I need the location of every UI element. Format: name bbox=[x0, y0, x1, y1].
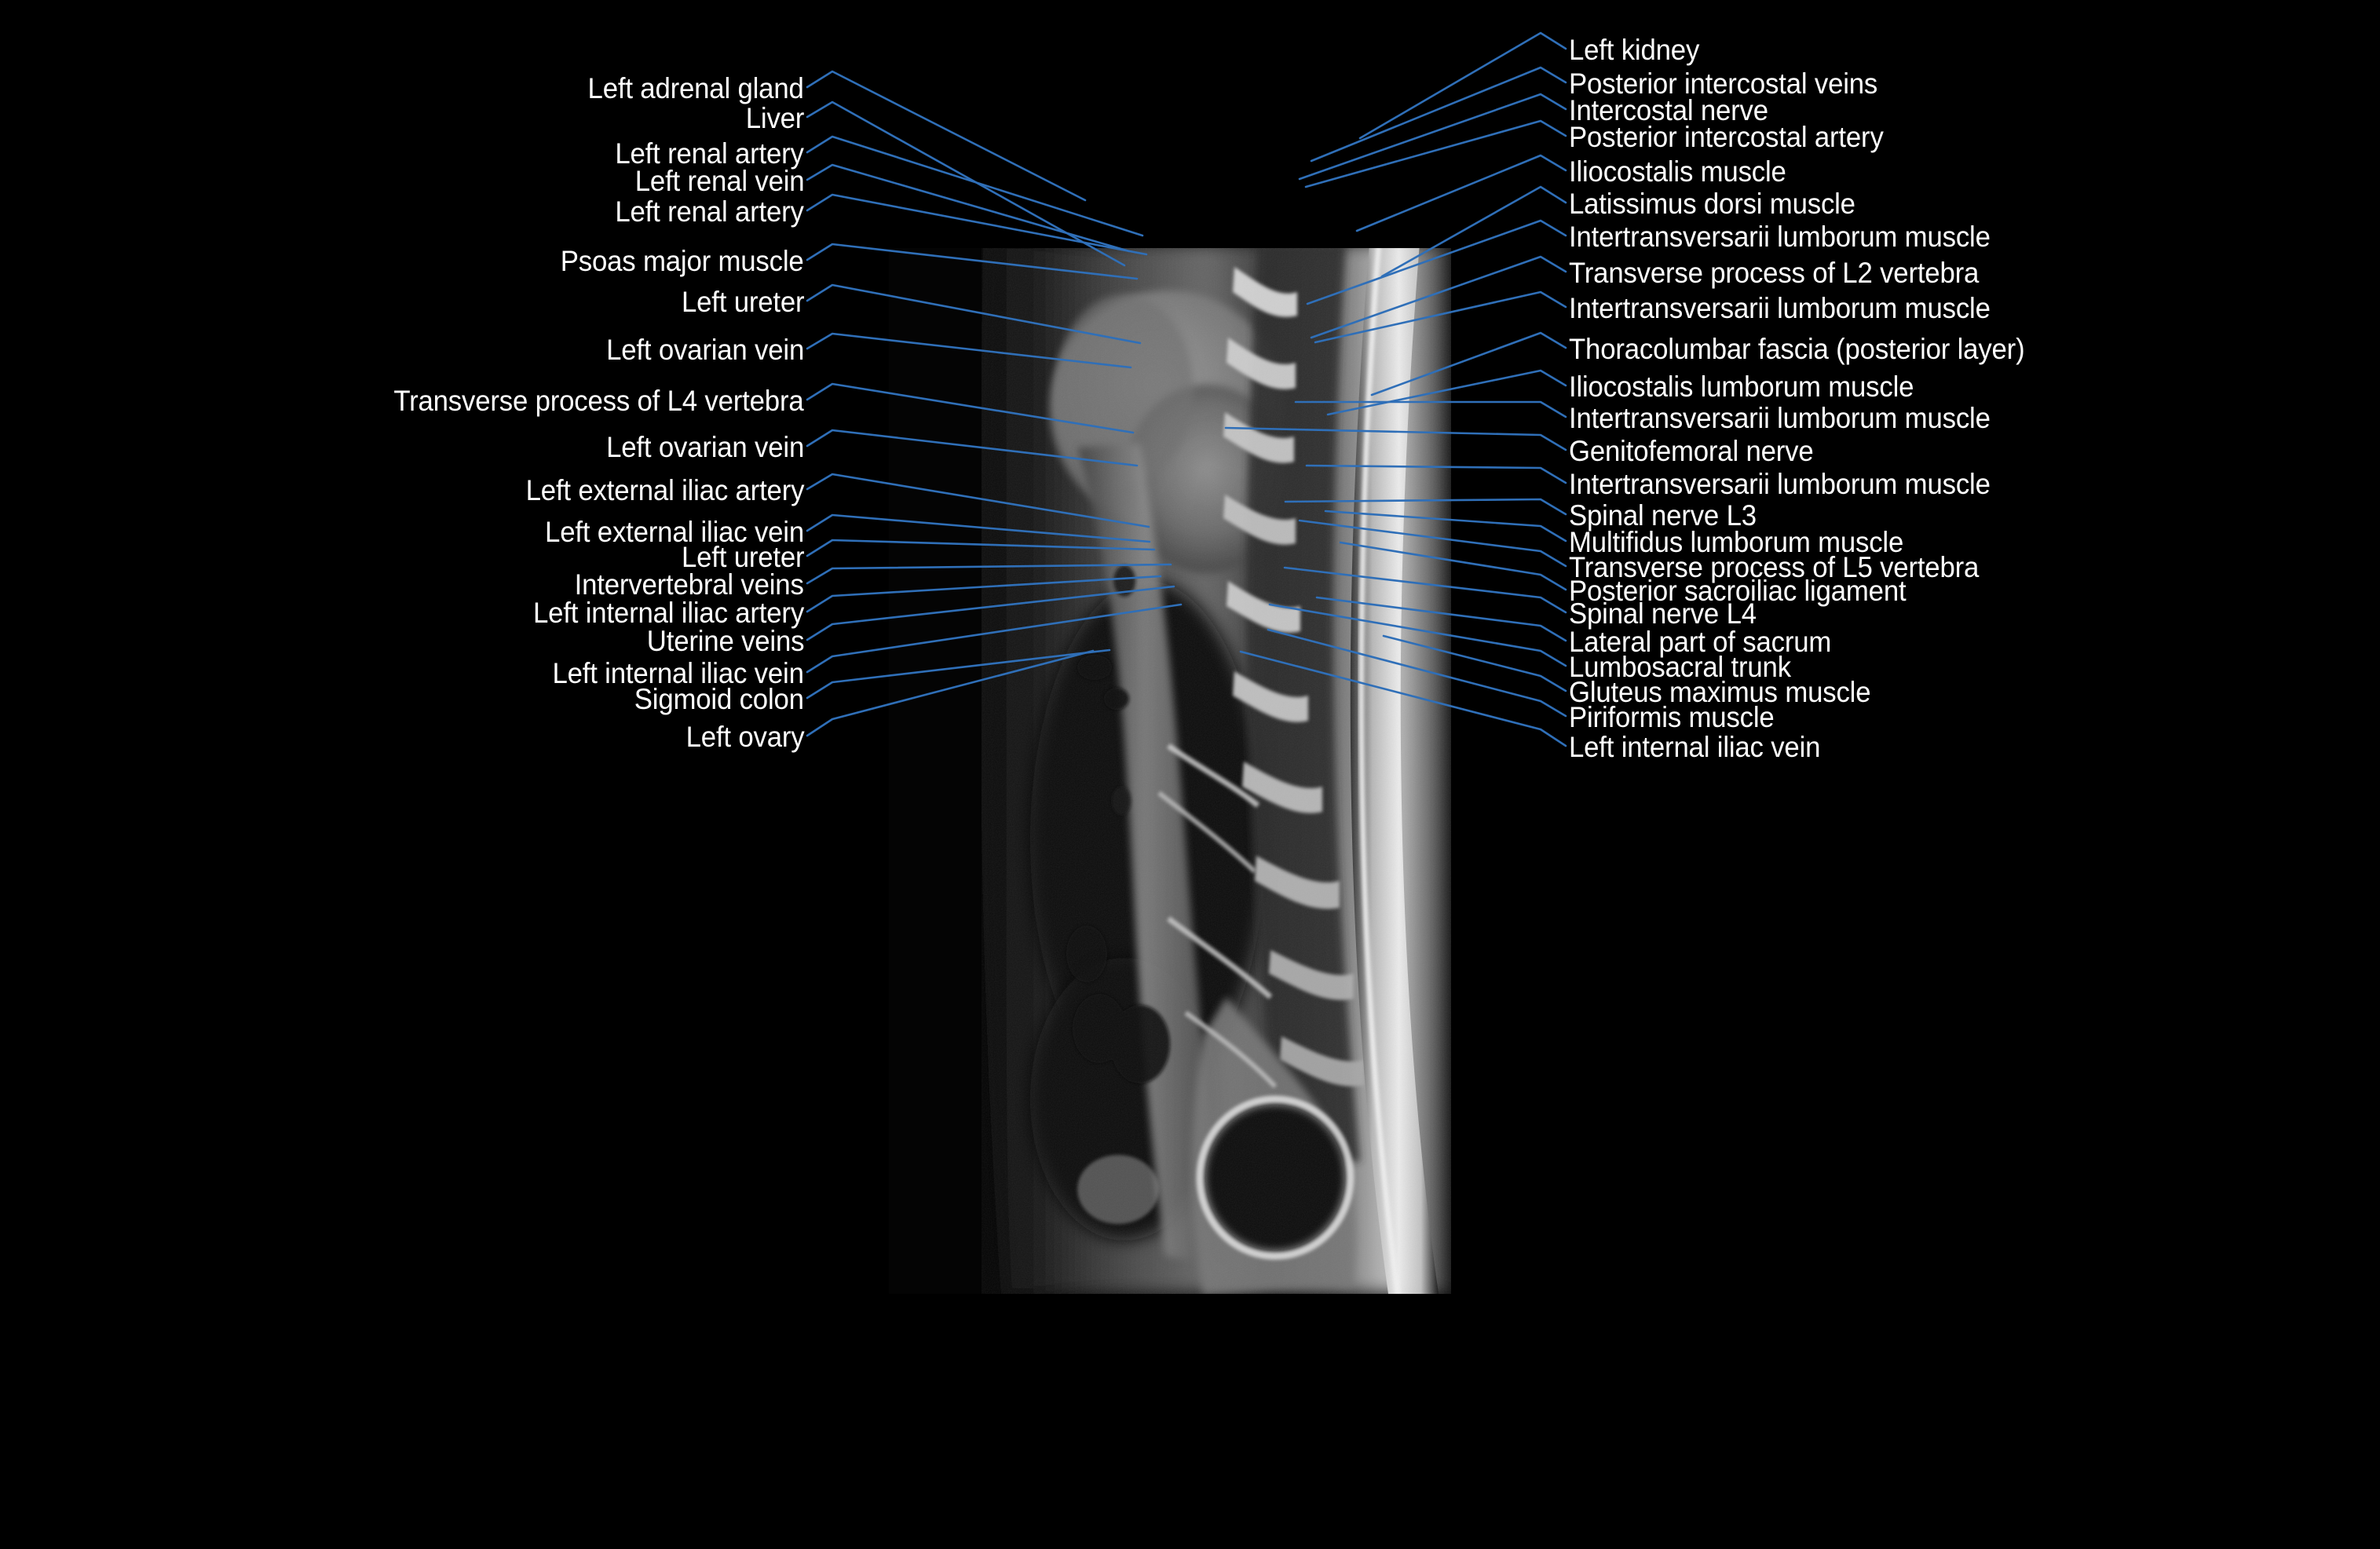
mri-rendering bbox=[889, 243, 1451, 1294]
label-left-internal-iliac-vein-left-16: Left internal iliac vein bbox=[552, 657, 804, 689]
leader-left-adrenal-gland-left-0 bbox=[806, 70, 1087, 202]
label-transverse-process-of-l2-vertebra-right-7: Transverse process of L2 vertebra bbox=[1569, 257, 1980, 289]
label-left-internal-iliac-artery-left-14: Left internal iliac artery bbox=[532, 597, 804, 629]
label-liver-left-1: Liver bbox=[745, 102, 805, 134]
label-lumbosacral-trunk-right-20: Lumbosacral trunk bbox=[1569, 651, 1791, 683]
mri-sagittal-image bbox=[889, 243, 1451, 1294]
label-piriformis-muscle-right-22: Piriformis muscle bbox=[1569, 701, 1775, 733]
label-left-renal-vein-left-3: Left renal vein bbox=[634, 165, 804, 197]
label-lateral-part-of-sacrum-right-19: Lateral part of sacrum bbox=[1569, 626, 1832, 658]
label-intertransversarii-lumborum-muscle-right-6: Intertransversarii lumborum muscle bbox=[1569, 221, 1991, 253]
leader-posterior-intercostal-veins-right-1 bbox=[1310, 66, 1567, 163]
label-posterior-intercostal-veins-right-1: Posterior intercostal veins bbox=[1569, 68, 1878, 100]
label-genitofemoral-nerve-right-12: Genitofemoral nerve bbox=[1569, 435, 1814, 467]
leader-intercostal-nerve-right-2 bbox=[1298, 93, 1567, 181]
label-sigmoid-colon-left-17: Sigmoid colon bbox=[634, 683, 804, 715]
label-uterine-veins-left-15: Uterine veins bbox=[646, 625, 804, 657]
label-left-ovarian-vein-left-9: Left ovarian vein bbox=[605, 431, 804, 463]
label-spinal-nerve-l3-right-14: Spinal nerve L3 bbox=[1569, 499, 1757, 532]
label-left-ureter-left-6: Left ureter bbox=[681, 286, 805, 318]
leader-left-kidney-right-0 bbox=[1358, 31, 1567, 140]
label-thoracolumbar-fascia-posterior-layer-right-9: Thoracolumbar fascia (posterior layer) bbox=[1569, 333, 2025, 365]
label-left-ovarian-vein-left-7: Left ovarian vein bbox=[605, 334, 804, 366]
label-intercostal-nerve-right-2: Intercostal nerve bbox=[1569, 94, 1768, 126]
label-spinal-nerve-l4-right-18: Spinal nerve L4 bbox=[1569, 597, 1757, 630]
label-left-ovary-left-18: Left ovary bbox=[685, 721, 804, 753]
label-posterior-intercostal-artery-right-3: Posterior intercostal artery bbox=[1569, 121, 1884, 153]
label-left-renal-artery-left-4: Left renal artery bbox=[615, 195, 805, 228]
label-intervertebral-veins-left-13: Intervertebral veins bbox=[574, 568, 804, 601]
leader-posterior-intercostal-artery-right-3 bbox=[1304, 119, 1567, 188]
label-multifidus-lumborum-muscle-right-15: Multifidus lumborum muscle bbox=[1569, 526, 1904, 558]
label-left-kidney-right-0: Left kidney bbox=[1569, 34, 1700, 66]
label-gluteus-maximus-muscle-right-21: Gluteus maximus muscle bbox=[1569, 676, 1871, 708]
label-left-internal-iliac-vein-right-23: Left internal iliac vein bbox=[1569, 731, 1821, 763]
label-iliocostalis-lumborum-muscle-right-10: Iliocostalis lumborum muscle bbox=[1569, 371, 1914, 403]
label-intertransversarii-lumborum-muscle-right-11: Intertransversarii lumborum muscle bbox=[1569, 402, 1991, 434]
leader-liver-left-1 bbox=[806, 100, 1126, 267]
leader-iliocostalis-muscle-right-4 bbox=[1355, 154, 1567, 232]
label-psoas-major-muscle-left-5: Psoas major muscle bbox=[561, 245, 804, 277]
label-transverse-process-of-l5-vertebra-right-16: Transverse process of L5 vertebra bbox=[1569, 551, 1980, 583]
label-left-external-iliac-vein-left-11: Left external iliac vein bbox=[545, 516, 804, 548]
label-intertransversarii-lumborum-muscle-right-13: Intertransversarii lumborum muscle bbox=[1569, 468, 1991, 500]
label-left-external-iliac-artery-left-10: Left external iliac artery bbox=[525, 474, 804, 506]
label-left-adrenal-gland-left-0: Left adrenal gland bbox=[587, 72, 804, 104]
label-latissimus-dorsi-muscle-right-5: Latissimus dorsi muscle bbox=[1569, 188, 1855, 220]
label-transverse-process-of-l4-vertebra-left-8: Transverse process of L4 vertebra bbox=[393, 385, 804, 417]
leader-left-renal-vein-left-3 bbox=[806, 163, 1131, 253]
label-iliocostalis-muscle-right-4: Iliocostalis muscle bbox=[1569, 155, 1786, 188]
label-posterior-sacroiliac-ligament-right-17: Posterior sacroiliac ligament bbox=[1569, 575, 1907, 607]
label-left-renal-artery-left-2: Left renal artery bbox=[615, 137, 805, 170]
label-intertransversarii-lumborum-muscle-right-8: Intertransversarii lumborum muscle bbox=[1569, 292, 1991, 324]
label-left-ureter-left-12: Left ureter bbox=[681, 541, 805, 573]
leader-left-renal-artery-left-2 bbox=[806, 135, 1144, 237]
